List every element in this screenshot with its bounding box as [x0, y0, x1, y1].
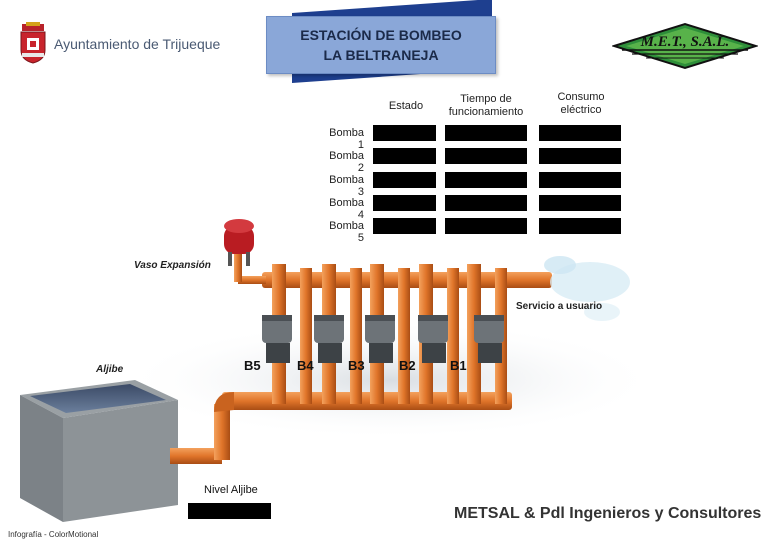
water-outlet-icon — [544, 256, 630, 321]
column-header-estado: Estado — [388, 100, 424, 112]
metsal-logo: M.E.T., S.A.L. — [610, 20, 760, 70]
pump-b1-icon — [474, 315, 504, 363]
title-line-2: LA BELTRANEJA — [323, 47, 439, 63]
title-line-1: ESTACIÓN DE BOMBEO — [300, 27, 462, 43]
pump-b3-icon — [365, 315, 395, 363]
pump-label-b3: B3 — [348, 358, 365, 373]
municipality-logo: Ayuntamiento de Trijueque — [18, 22, 220, 66]
bomba-2-tiempo — [445, 148, 527, 164]
row-label-bomba-3: Bomba 3 — [329, 174, 364, 198]
title-banner: ESTACIÓN DE BOMBEO LA BELTRANEJA — [266, 16, 496, 74]
metsal-logo-text: M.E.T., S.A.L. — [640, 34, 730, 50]
column-header-tiempo: Tiempo de funcionamiento — [448, 93, 524, 118]
infographic-credit: Infografía - ColorMotional — [8, 530, 99, 539]
row-label-bomba-2: Bomba 2 — [329, 150, 364, 174]
bomba-1-consumo — [539, 125, 621, 141]
bomba-5-consumo — [539, 218, 621, 234]
pump-b4-icon — [314, 315, 344, 363]
bomba-3-estado — [373, 172, 436, 188]
bomba-1-tiempo — [445, 125, 527, 141]
bomba-4-estado — [373, 195, 436, 211]
pump-label-b5: B5 — [244, 358, 261, 373]
row-label-bomba-1: Bomba 1 — [329, 127, 364, 151]
station-title-banner: ESTACIÓN DE BOMBEO LA BELTRANEJA — [266, 0, 496, 83]
suction-pipe — [170, 392, 512, 464]
bomba-2-estado — [373, 148, 436, 164]
cistern — [20, 380, 178, 522]
bomba-3-tiempo — [445, 172, 527, 188]
pump-b2-icon — [418, 315, 448, 363]
cistern-level-label: Nivel Aljibe — [204, 484, 258, 496]
expansion-vessel-label: Vaso Expansión — [134, 260, 211, 271]
bomba-4-consumo — [539, 195, 621, 211]
pump-label-b2: B2 — [399, 358, 416, 373]
cistern-level-value — [188, 503, 271, 519]
coat-of-arms-icon — [20, 22, 46, 64]
metsal-logo-icon: M.E.T., S.A.L. — [610, 22, 760, 70]
cistern-label: Aljibe — [96, 364, 124, 375]
service-label: Servicio a usuario — [516, 301, 603, 312]
expansion-vessel-icon — [224, 219, 254, 266]
row-label-bomba-5: Bomba 5 — [329, 220, 364, 244]
row-label-bomba-4: Bomba 4 — [329, 197, 364, 221]
bomba-3-consumo — [539, 172, 621, 188]
pump-label-b4: B4 — [297, 358, 314, 373]
municipality-text: Ayuntamiento de Trijueque — [54, 36, 221, 52]
bomba-1-estado — [373, 125, 436, 141]
column-header-consumo: Consumo eléctrico — [557, 91, 605, 116]
bomba-4-tiempo — [445, 195, 527, 211]
pump-b5-icon — [262, 315, 292, 363]
municipality-name: Ayuntamiento de Trijueque — [54, 36, 220, 52]
bomba-5-estado — [373, 218, 436, 234]
bomba-2-consumo — [539, 148, 621, 164]
bomba-5-tiempo — [445, 218, 527, 234]
pump-label-b1: B1 — [450, 358, 467, 373]
company-credit: METSAL & Pdl Ingenieros y Consultores — [454, 505, 762, 522]
